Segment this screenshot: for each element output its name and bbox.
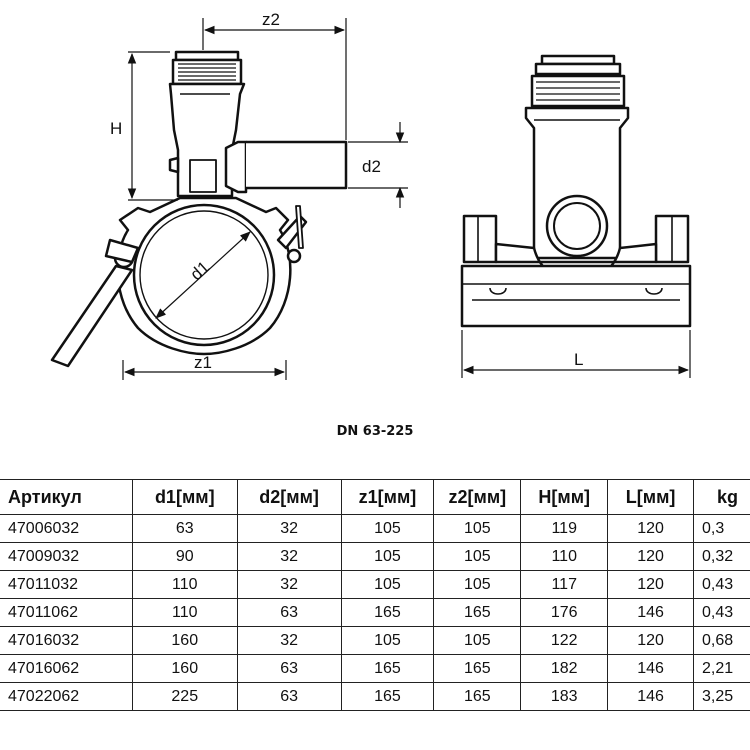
table-cell: 90	[131, 542, 238, 571]
table-cell: 32	[236, 626, 342, 655]
table-cell: 47006032	[0, 514, 133, 543]
table-cell: 165	[340, 682, 435, 711]
table-cell: 47009032	[0, 542, 133, 571]
column-header: Артикул	[0, 479, 133, 515]
column-header: L[мм]	[607, 479, 695, 515]
table-cell: 160	[131, 654, 238, 683]
column-header: d1[мм]	[131, 479, 238, 515]
table-cell: 63	[236, 682, 342, 711]
z2-label: z2	[262, 10, 280, 29]
table-cell: 225	[131, 682, 238, 711]
table-cell: 32	[236, 542, 342, 571]
table-cell: 110	[131, 570, 238, 599]
table-cell: 0,3	[693, 514, 750, 543]
table-cell: 32	[236, 570, 342, 599]
table-cell: 182	[520, 654, 609, 683]
table-cell: 47016032	[0, 626, 133, 655]
table-cell: 120	[607, 542, 695, 571]
l-label: L	[574, 350, 583, 369]
table-cell: 47016062	[0, 654, 133, 683]
table-cell: 165	[340, 598, 435, 627]
table-cell: 183	[520, 682, 609, 711]
table-cell: 105	[340, 570, 435, 599]
table-cell: 119	[520, 514, 609, 543]
table-cell: 47011032	[0, 570, 133, 599]
table-cell: 2,21	[693, 654, 750, 683]
table-cell: 105	[433, 570, 522, 599]
column-header: z1[мм]	[340, 479, 435, 515]
h-label: H	[110, 119, 122, 138]
table-cell: 32	[236, 514, 342, 543]
table-cell: 120	[607, 626, 695, 655]
table-cell: 146	[607, 598, 695, 627]
table-cell: 63	[236, 598, 342, 627]
table-cell: 165	[340, 654, 435, 683]
front-view	[460, 54, 692, 328]
table-cell: 117	[520, 570, 609, 599]
column-header: d2[мм]	[236, 479, 342, 515]
table-cell: 176	[520, 598, 609, 627]
column-header: kg	[693, 479, 750, 515]
table-cell: 0,68	[693, 626, 750, 655]
table-cell: 120	[607, 514, 695, 543]
side-view	[50, 50, 348, 368]
table-cell: 122	[520, 626, 609, 655]
side-view-dimensions	[122, 18, 408, 380]
table-cell: 146	[607, 654, 695, 683]
table-cell: 47022062	[0, 682, 133, 711]
table-cell: 146	[607, 682, 695, 711]
table-cell: 105	[340, 626, 435, 655]
table-cell: 0,43	[693, 570, 750, 599]
range-caption: DN 63-225	[336, 424, 414, 439]
table-cell: 3,25	[693, 682, 750, 711]
table-cell: 0,32	[693, 542, 750, 571]
table-cell: 105	[433, 626, 522, 655]
front-view-dimensions	[461, 330, 691, 378]
table-cell: 120	[607, 570, 695, 599]
column-header: H[мм]	[520, 479, 609, 515]
table-cell: 165	[433, 654, 522, 683]
d2-label: d2	[362, 157, 381, 176]
table-cell: 47011062	[0, 598, 133, 627]
technical-drawing: z2 H d2 d1 z1 L	[50, 10, 692, 380]
table-cell: 105	[340, 542, 435, 571]
table-cell: 105	[340, 514, 435, 543]
table-cell: 165	[433, 682, 522, 711]
table-cell: 63	[236, 654, 342, 683]
table-cell: 110	[131, 598, 238, 627]
table-cell: 0,43	[693, 598, 750, 627]
z1-label: z1	[194, 353, 212, 372]
table-cell: 105	[433, 542, 522, 571]
column-header: z2[мм]	[433, 479, 522, 515]
table-cell: 63	[131, 514, 238, 543]
table-cell: 110	[520, 542, 609, 571]
table-cell: 105	[433, 514, 522, 543]
table-cell: 165	[433, 598, 522, 627]
table-cell: 160	[131, 626, 238, 655]
